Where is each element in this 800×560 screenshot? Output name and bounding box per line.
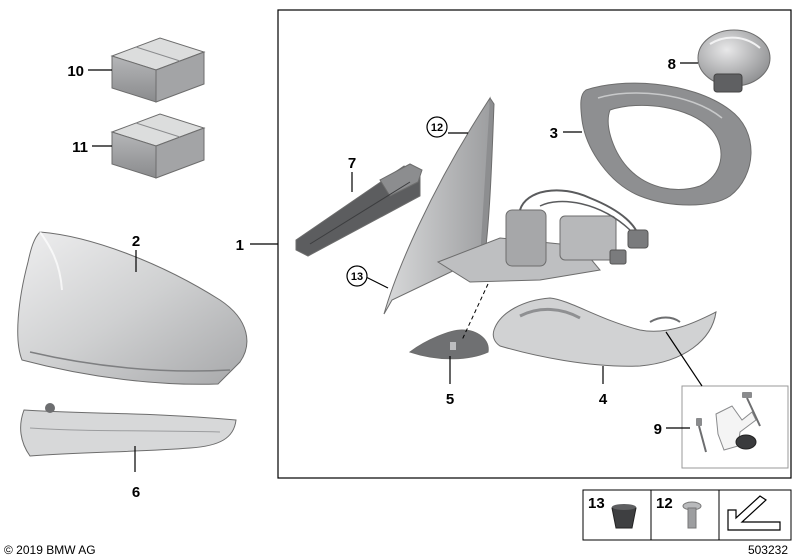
callout-2: 2 <box>132 233 140 250</box>
legend-item-13: 13 <box>582 489 652 541</box>
callout-5: 5 <box>446 391 454 408</box>
callout-12: 12 <box>431 122 443 134</box>
callout-8: 8 <box>668 56 676 73</box>
callout-10: 10 <box>67 63 84 80</box>
callout-12-circle <box>426 116 448 138</box>
axis-dashed-line <box>461 283 489 341</box>
svg-text:12: 12 <box>656 495 673 512</box>
part-8-actuator <box>697 29 771 93</box>
part-7-bracket <box>295 163 423 257</box>
part-10-box <box>110 37 206 103</box>
part-2-mirror-cap <box>17 231 248 385</box>
legend-arrow-symbol <box>718 489 792 541</box>
part-6-turn-indicator <box>20 403 237 457</box>
callout-4: 4 <box>599 391 608 408</box>
callout-13-circle <box>346 265 368 287</box>
part-3-housing <box>580 82 752 206</box>
part-9-kit <box>696 392 761 453</box>
svg-text:13: 13 <box>588 495 605 512</box>
callout-6: 6 <box>132 484 140 501</box>
callout-3: 3 <box>550 125 558 142</box>
callout-13: 13 <box>351 271 363 283</box>
part-5-gasket <box>408 329 489 360</box>
callout-9: 9 <box>654 421 662 438</box>
callout-1: 1 <box>236 237 244 254</box>
diagram-number: 503232 <box>748 543 788 557</box>
copyright-text: © 2019 BMW AG <box>4 543 96 557</box>
leader-lines <box>88 62 703 472</box>
mirror-base-motor <box>436 189 649 283</box>
part-11-box <box>110 113 206 179</box>
legend-item-12: 12 <box>650 489 720 541</box>
part-4-lower-trim <box>492 297 717 367</box>
callout-7: 7 <box>348 155 356 172</box>
callout-11: 11 <box>72 139 88 156</box>
